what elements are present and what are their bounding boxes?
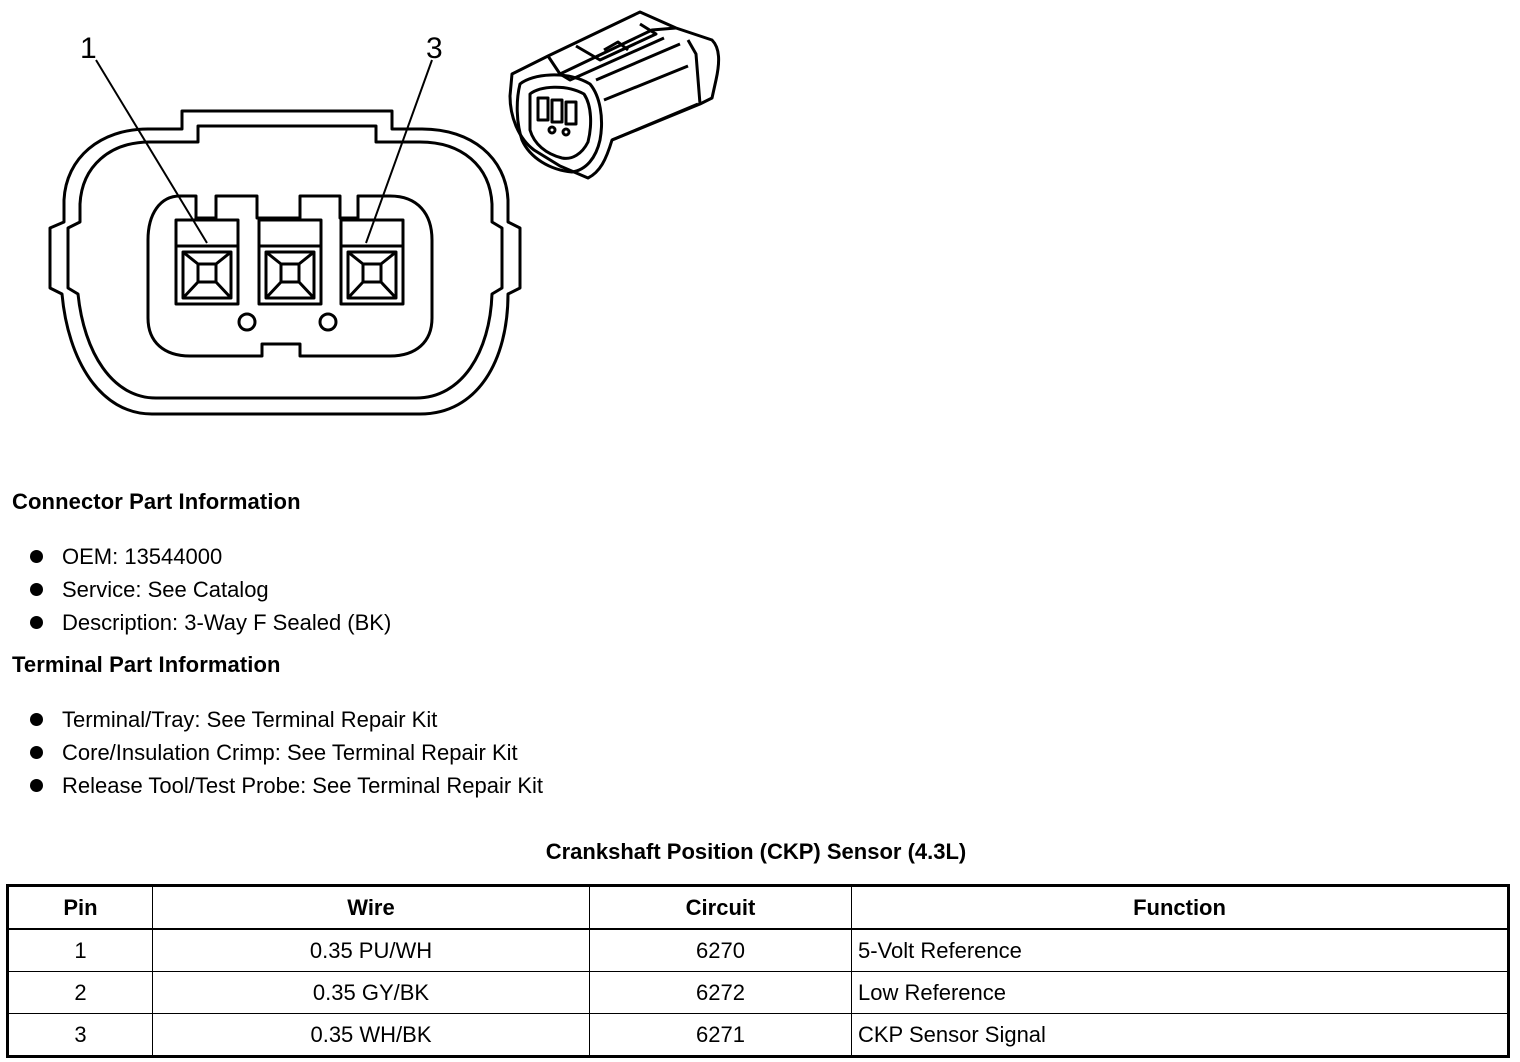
callout-pin-1: 1 [80, 32, 97, 65]
bullet-icon [30, 550, 43, 563]
bullet-icon [30, 746, 43, 759]
connector-face [48, 59, 522, 416]
function-cell: Low Reference [851, 971, 1509, 1014]
wire-cell: 0.35 WH/BK [152, 1013, 590, 1057]
terminal-part-list: Terminal/Tray: See Terminal Repair Kit C… [28, 703, 543, 802]
list-item: Description: 3-Way F Sealed (BK) [28, 606, 391, 639]
circuit-cell: 6270 [589, 928, 852, 972]
pin-table-title: Crankshaft Position (CKP) Sensor (4.3L) [545, 839, 967, 864]
pin-cell: 2 [7, 971, 153, 1014]
callout-pin-3: 3 [426, 32, 443, 65]
bullet-icon [30, 713, 43, 726]
list-item: Terminal/Tray: See Terminal Repair Kit [28, 703, 543, 736]
wire-cell: 0.35 PU/WH [152, 928, 590, 972]
connector-part-list: OEM: 13544000 Service: See Catalog Descr… [28, 540, 391, 639]
circuit-cell: 6272 [589, 971, 852, 1014]
bullet-icon [30, 616, 43, 629]
table-row: 1 0.35 PU/WH 6270 5-Volt Reference [7, 928, 1509, 972]
pin-table: Pin Wire Circuit Function 1 0.35 PU/WH 6… [6, 884, 1510, 1058]
connector-part-heading: Connector Part Information [12, 489, 301, 514]
bullet-icon [30, 583, 43, 596]
column-header-circuit: Circuit [589, 885, 852, 930]
list-item: OEM: 13544000 [28, 540, 391, 573]
list-item: Core/Insulation Crimp: See Terminal Repa… [28, 736, 543, 769]
wire-cell: 0.35 GY/BK [152, 971, 590, 1014]
connector-3d-view [508, 10, 721, 180]
function-cell: 5-Volt Reference [851, 928, 1509, 972]
function-cell: CKP Sensor Signal [851, 1013, 1509, 1057]
table-row: 2 0.35 GY/BK 6272 Low Reference [7, 971, 1509, 1014]
list-item: Release Tool/Test Probe: See Terminal Re… [28, 769, 543, 802]
column-header-function: Function [851, 885, 1509, 930]
terminal-part-heading: Terminal Part Information [12, 652, 281, 677]
column-header-pin: Pin [7, 885, 153, 930]
connector-diagram: 1 3 [48, 10, 721, 416]
list-item: Service: See Catalog [28, 573, 391, 606]
table-row: 3 0.35 WH/BK 6271 CKP Sensor Signal [7, 1013, 1509, 1057]
pin-cell: 3 [7, 1013, 153, 1057]
pin-cell: 1 [7, 928, 153, 972]
bullet-icon [30, 779, 43, 792]
column-header-wire: Wire [152, 885, 590, 930]
table-header-row: Pin Wire Circuit Function [7, 885, 1509, 930]
circuit-cell: 6271 [589, 1013, 852, 1057]
